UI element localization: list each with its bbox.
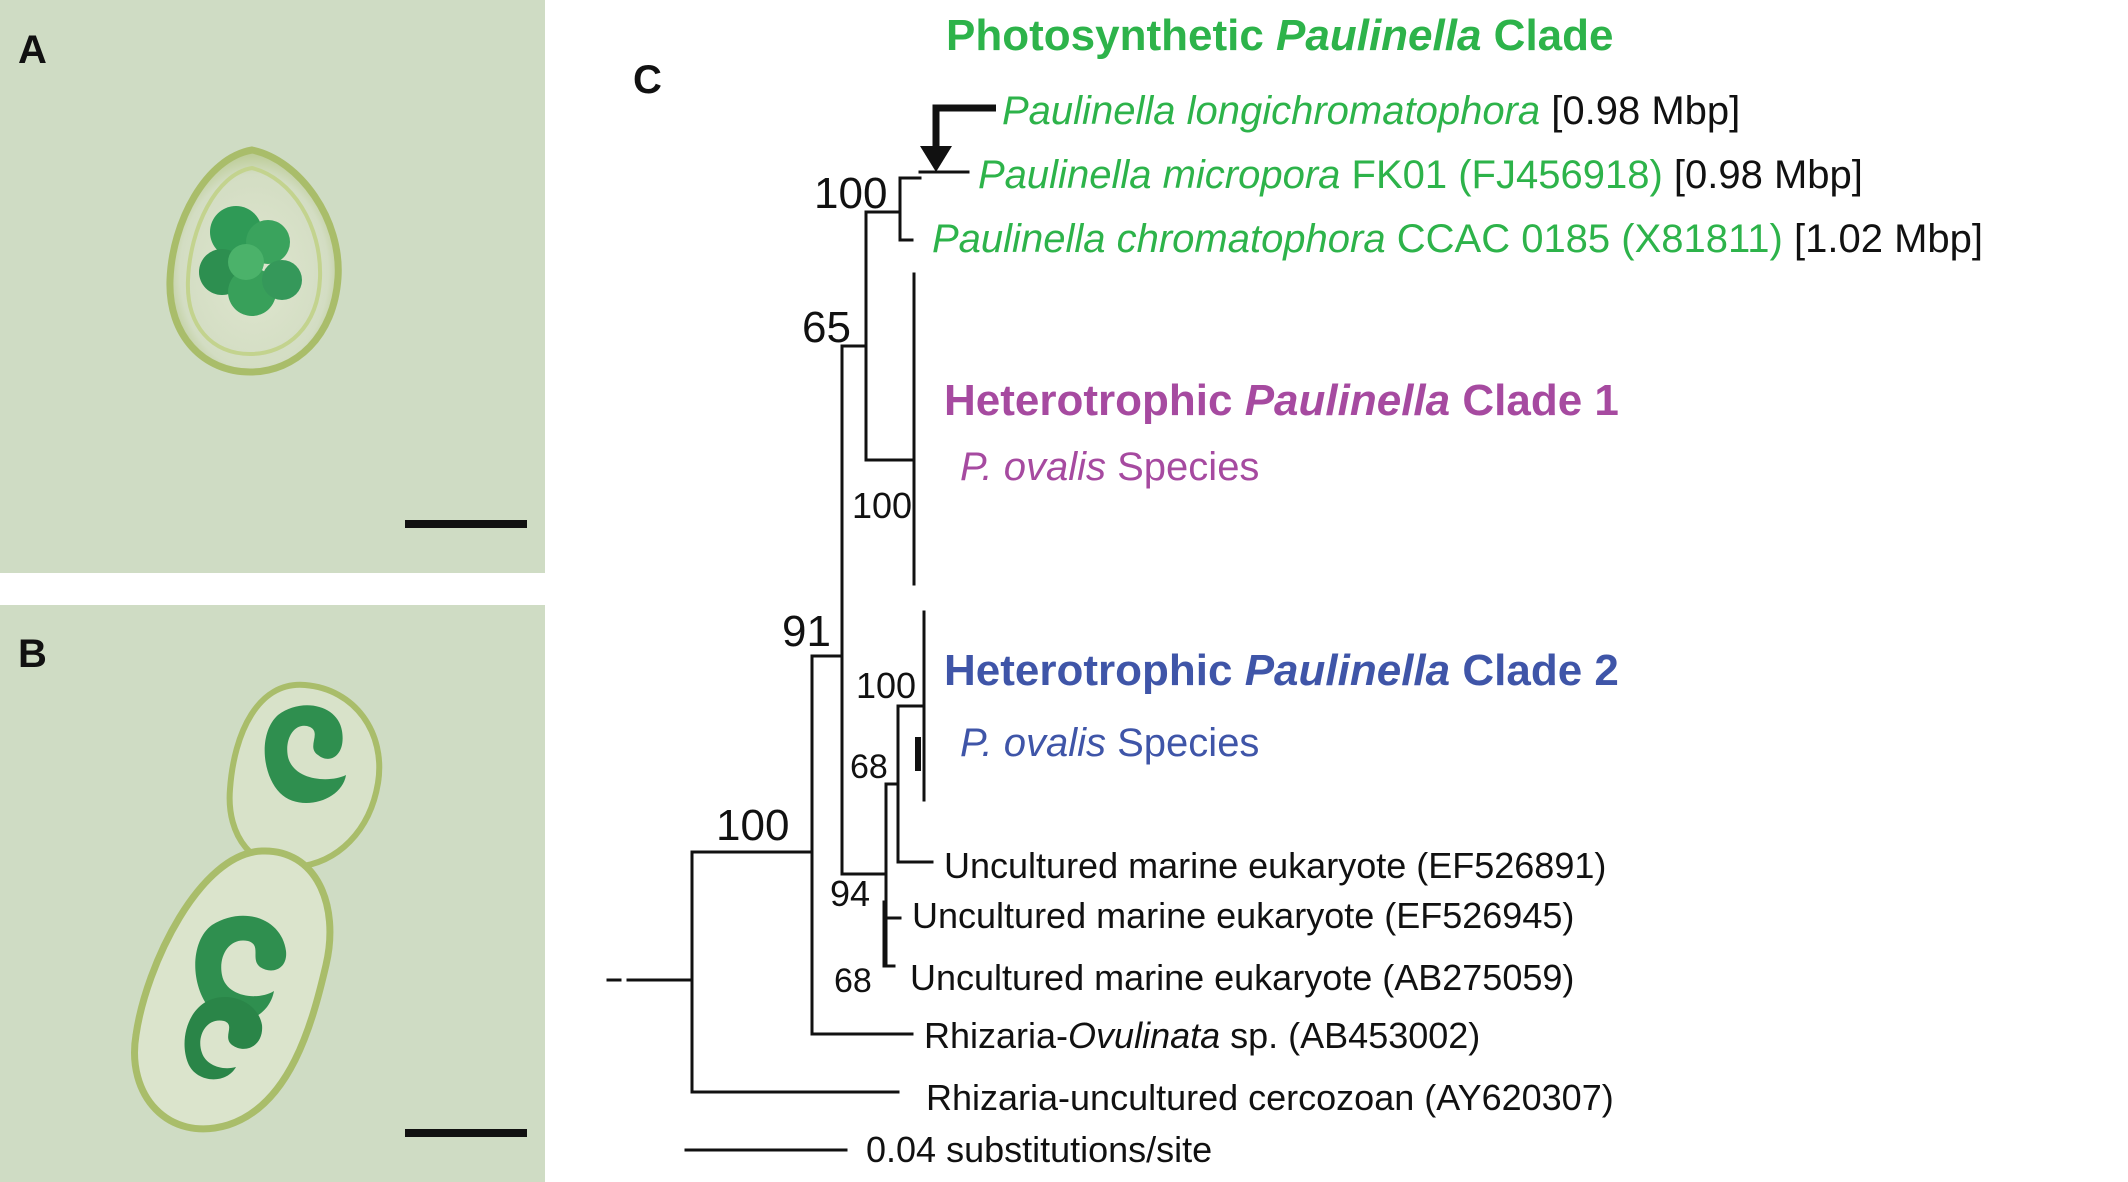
arrow-icon (920, 104, 996, 172)
taxon-ef526891: Uncultured marine eukaryote (EF526891) (944, 845, 1606, 886)
panel-label-c: C (633, 58, 662, 102)
support-68a: 68 (850, 748, 888, 786)
support-65: 65 (802, 303, 851, 352)
scale-label: 0.04 substitutions/site (866, 1129, 1212, 1170)
micrograph-b-image (131, 681, 527, 1137)
micrograph-a-image (166, 146, 527, 528)
support-94: 94 (830, 873, 870, 914)
support-clade2: 100 (856, 665, 916, 706)
cell-inner-wall (185, 165, 323, 357)
taxon-chromatophora: Paulinella chromatophora CCAC 0185 (X818… (932, 217, 1983, 261)
panel-label-b: B (18, 632, 47, 676)
scale-bar (405, 520, 527, 528)
support-clade1: 100 (852, 485, 912, 526)
support-91: 91 (782, 607, 831, 656)
chromatophore-cluster (199, 206, 302, 316)
chromatophore-upper (264, 705, 346, 804)
clade-2-species: P. ovalis Species (960, 721, 1259, 765)
support-root: 100 (716, 801, 789, 850)
clade-1-label: Heterotrophic Paulinella Clade 1 (944, 376, 1619, 425)
taxon-ab275059: Uncultured marine eukaryote (AB275059) (910, 957, 1574, 998)
tree-branches (606, 170, 970, 1152)
taxon-longichromatophora: Paulinella longichromatophora [0.98 Mbp] (1002, 89, 1740, 133)
clade-photosynthetic-label: Photosynthetic Paulinella Clade (946, 11, 1614, 60)
taxon-ef526945: Uncultured marine eukaryote (EF526945) (912, 895, 1574, 936)
support-68b: 68 (834, 962, 872, 1000)
chromatophore-lower-1 (195, 915, 287, 1022)
taxon-cercozoan: Rhizaria-uncultured cercozoan (AY620307) (926, 1077, 1614, 1118)
panel-label-a: A (18, 28, 47, 72)
chromatophore-lower-2 (184, 997, 263, 1080)
micrograph-panel-b (0, 605, 545, 1182)
clade-1-species: P. ovalis Species (960, 445, 1259, 489)
micrograph-panel-a (0, 0, 545, 573)
taxon-ovulinata: Rhizaria-Ovulinata sp. (AB453002) (924, 1015, 1480, 1056)
clade-2-label: Heterotrophic Paulinella Clade 2 (944, 646, 1619, 695)
taxon-micropora: Paulinella micropora FK01 (FJ456918) [0.… (978, 153, 1863, 197)
scale-bar (405, 1129, 527, 1137)
support-photosynthetic: 100 (814, 169, 887, 218)
cell-lower-wall (131, 847, 334, 1133)
